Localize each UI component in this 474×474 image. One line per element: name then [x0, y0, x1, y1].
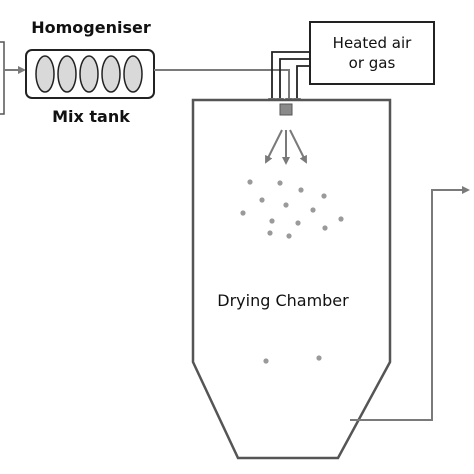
outlet-line: [350, 186, 470, 421]
drying-chamber: Drying Chamber: [191, 98, 392, 460]
heated-air-duct-2: [276, 58, 310, 106]
feed-line: [154, 69, 293, 106]
droplet: [240, 210, 246, 216]
spray-arrow-left: [265, 129, 283, 164]
droplet: [338, 216, 344, 222]
droplet: [310, 207, 316, 213]
droplet: [298, 187, 304, 193]
droplet: [277, 180, 283, 186]
mix-tank-paddle-2: [57, 55, 77, 93]
droplet: [283, 202, 289, 208]
homogeniser-label: Homogeniser: [31, 18, 151, 37]
spray-arrow-right: [289, 129, 307, 164]
droplet: [247, 179, 253, 185]
droplet: [322, 225, 328, 231]
mix-tank-paddle-5: [123, 55, 143, 93]
mix-tank-paddle-4: [101, 55, 121, 93]
droplet: [269, 218, 275, 224]
mix-tank-label: Mix tank: [52, 107, 130, 126]
heated-air-label-line1: Heated air: [333, 34, 412, 52]
drying-chamber-outline: [191, 98, 392, 460]
atomiser-nozzle: [279, 103, 293, 116]
mix-tank-paddle-1: [35, 55, 55, 93]
droplet: [267, 230, 273, 236]
heated-air-duct-1: [268, 51, 310, 106]
feed-line-path: [154, 69, 293, 106]
powder-particle: [316, 355, 322, 361]
droplet: [286, 233, 292, 239]
droplet: [321, 193, 327, 199]
feed-source-box: [0, 41, 5, 115]
outlet-line-path: [350, 186, 470, 421]
mix-tank-group: Homogeniser Mix tank: [25, 18, 155, 126]
droplet: [295, 220, 301, 226]
heated-air-label-line2: or gas: [349, 54, 396, 72]
droplet: [259, 197, 265, 203]
feed-inlet: [0, 41, 26, 115]
heated-air-duct-3: [293, 65, 310, 106]
powder-particle: [263, 358, 269, 364]
heated-air-group: Heated air or gas: [268, 21, 435, 106]
mix-tank-paddle-3: [79, 55, 99, 93]
heated-air-box: [309, 21, 435, 85]
drying-chamber-label: Drying Chamber: [217, 291, 349, 310]
